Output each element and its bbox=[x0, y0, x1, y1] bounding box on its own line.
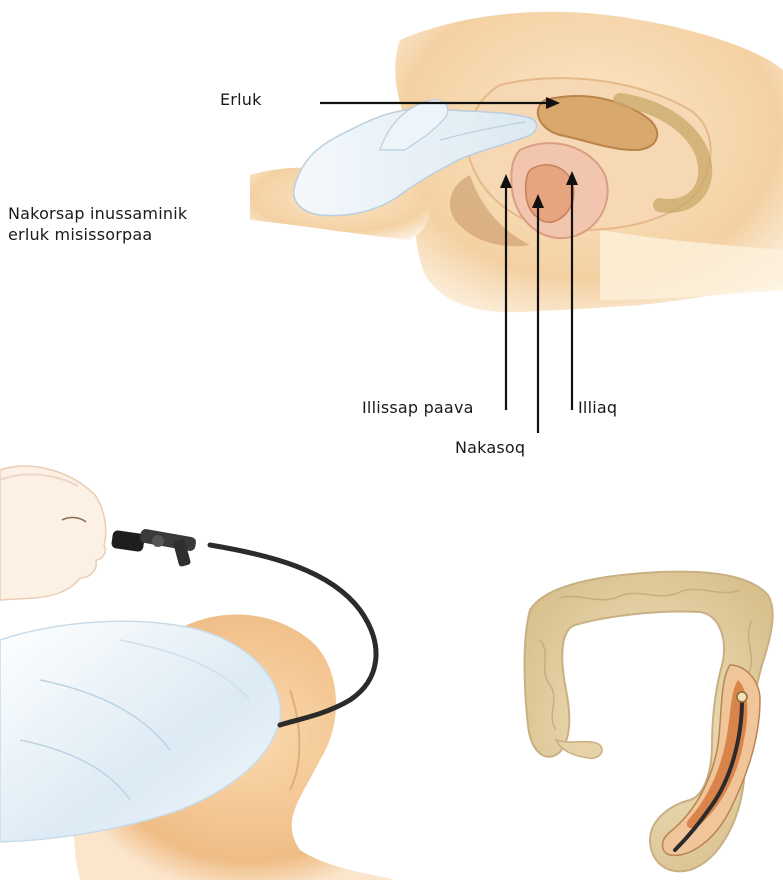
endoscope-eyepiece bbox=[111, 530, 145, 552]
label-illiaq: Illiaq bbox=[578, 397, 617, 418]
caption-line-1: Nakorsap inussaminik bbox=[8, 203, 268, 224]
uterus bbox=[526, 165, 574, 222]
colon-diagram bbox=[525, 572, 773, 872]
caption-line-2: erluk misissorpaa bbox=[8, 224, 268, 245]
label-illissap-paava: Illissap paava bbox=[362, 397, 474, 418]
label-erluk: Erluk bbox=[220, 89, 262, 110]
appendix bbox=[556, 740, 602, 758]
scope-tip bbox=[737, 692, 747, 702]
patient-colonoscopy bbox=[0, 466, 395, 880]
label-nakasoq: Nakasoq bbox=[455, 437, 525, 458]
caption: Nakorsap inussaminik erluk misissorpaa bbox=[8, 203, 268, 245]
pelvis-cross-section bbox=[250, 12, 783, 312]
endoscope-control-body bbox=[139, 528, 197, 552]
patient-head bbox=[0, 466, 106, 600]
endoscope-knob bbox=[152, 535, 164, 547]
